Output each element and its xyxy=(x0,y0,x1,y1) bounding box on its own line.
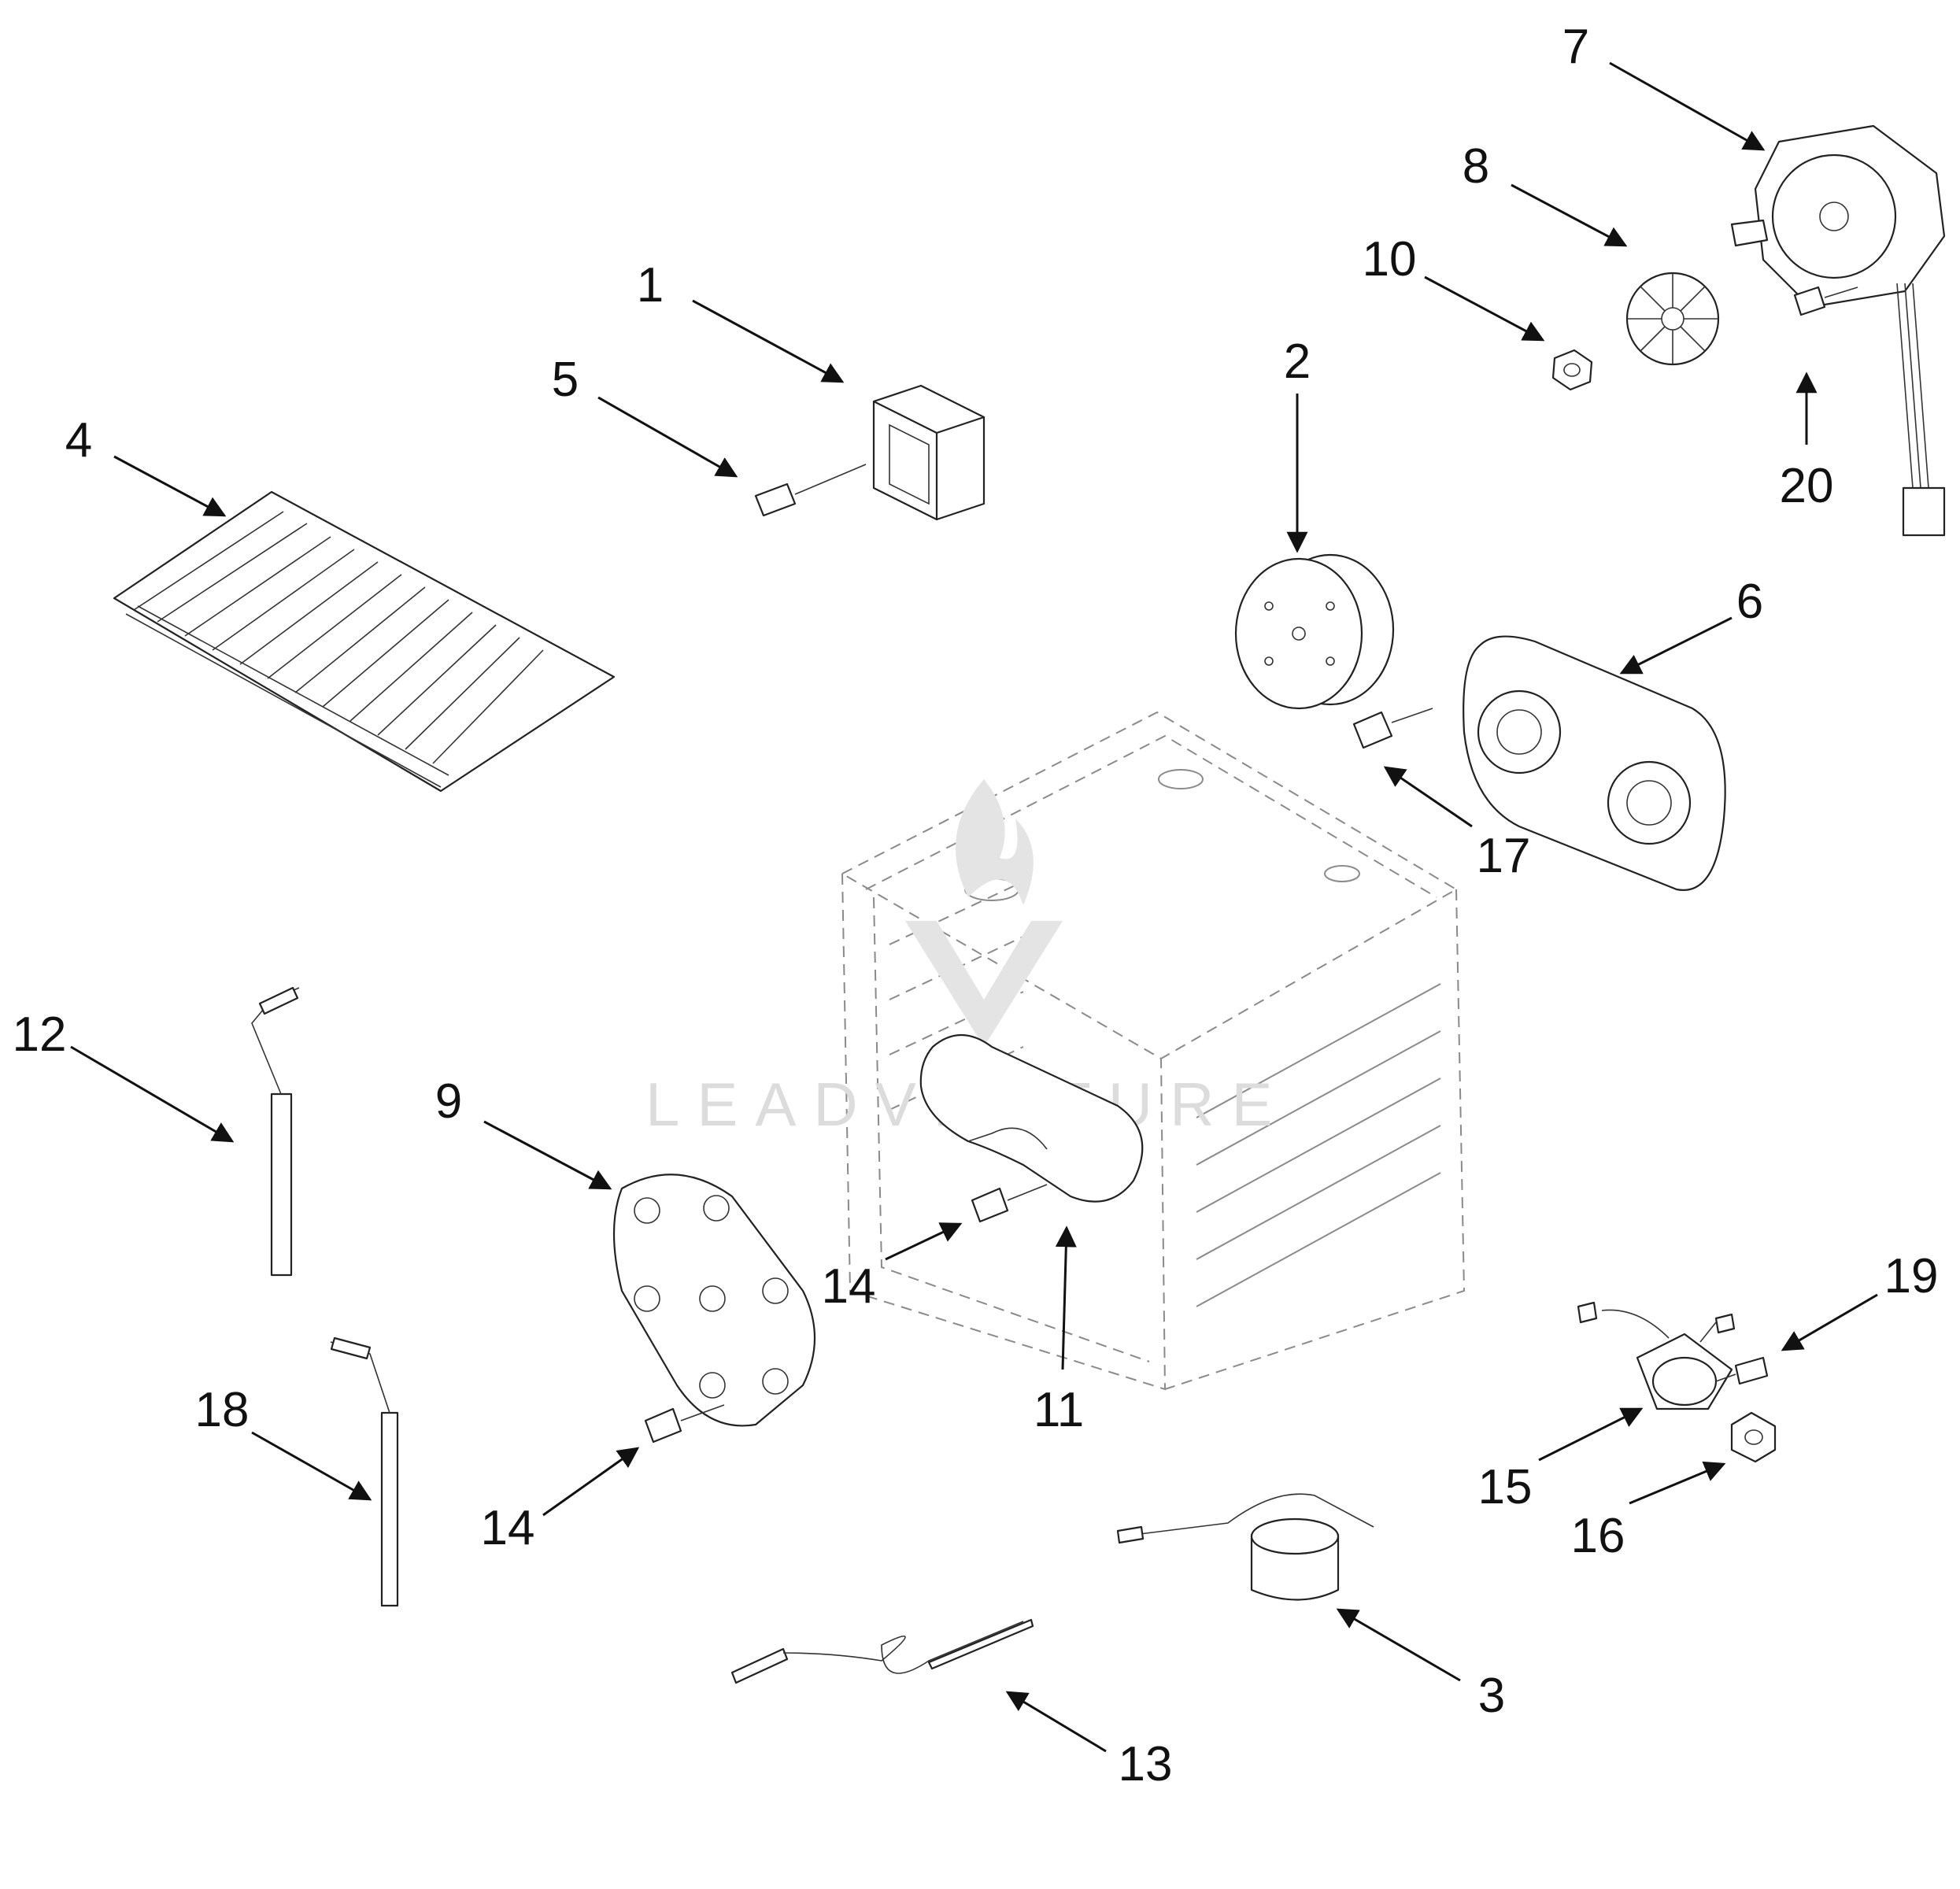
part-10-nut xyxy=(1551,349,1593,391)
callout-17: 17 xyxy=(1477,829,1531,883)
leader-8 xyxy=(1511,183,1628,247)
part-4-rack xyxy=(113,490,616,793)
callout-20: 20 xyxy=(1780,459,1834,513)
leader-12 xyxy=(70,1045,235,1143)
part-13-meat-probe xyxy=(730,1618,1034,1684)
leader-17 xyxy=(1383,766,1473,828)
part-20-screw xyxy=(1793,286,1858,316)
leader-4 xyxy=(113,455,227,517)
callout-4: 4 xyxy=(65,413,92,468)
leader-6 xyxy=(1619,616,1733,675)
part-19-screw xyxy=(1715,1356,1769,1385)
callout-5: 5 xyxy=(552,353,579,407)
callout-14-lower: 14 xyxy=(481,1501,535,1555)
leader-lines xyxy=(70,61,1878,1753)
callout-1: 1 xyxy=(637,258,664,312)
part-6-fan-cover xyxy=(1463,635,1726,891)
leader-5 xyxy=(597,396,738,478)
leader-18 xyxy=(251,1431,372,1501)
leader-16 xyxy=(1629,1461,1726,1505)
part-12-igniter xyxy=(251,986,300,1277)
callout-labels: 1 2 3 4 5 6 7 8 9 10 11 12 13 14 14 15 1… xyxy=(13,20,1939,1791)
leader-7 xyxy=(1609,61,1766,151)
part-3-sensor xyxy=(1116,1493,1374,1601)
part-7-motor xyxy=(1730,124,1946,537)
leader-11 xyxy=(1055,1225,1077,1370)
leader-9 xyxy=(483,1120,612,1190)
leader-13 xyxy=(1005,1691,1107,1753)
part-14-screw-lower xyxy=(644,1404,725,1444)
callout-13: 13 xyxy=(1119,1737,1173,1791)
part-1-bracket xyxy=(872,384,986,521)
leader-14-upper xyxy=(885,1222,963,1261)
callout-3: 3 xyxy=(1478,1669,1505,1723)
callout-16: 16 xyxy=(1571,1509,1625,1563)
callout-8: 8 xyxy=(1463,139,1489,194)
part-18-igniter xyxy=(330,1336,399,1607)
leader-19 xyxy=(1781,1293,1878,1351)
callout-15: 15 xyxy=(1478,1460,1533,1514)
leader-14-lower xyxy=(542,1447,640,1517)
part-16-nut xyxy=(1730,1411,1777,1463)
part-15-valve xyxy=(1577,1301,1736,1410)
leader-1 xyxy=(692,299,845,383)
leader-10 xyxy=(1424,275,1545,342)
leader-3 xyxy=(1336,1608,1461,1682)
part-8-fan-blade xyxy=(1625,272,1720,366)
callout-7: 7 xyxy=(1562,20,1589,74)
callout-14-upper: 14 xyxy=(822,1259,876,1314)
callout-11: 11 xyxy=(1034,1383,1084,1437)
callout-18: 18 xyxy=(195,1383,250,1437)
callout-10: 10 xyxy=(1363,232,1417,286)
part-2-disc xyxy=(1234,553,1395,710)
part-14-screw-upper xyxy=(971,1184,1048,1223)
part-9-baffle-plate xyxy=(612,1174,816,1427)
callout-2: 2 xyxy=(1284,335,1311,389)
callout-6: 6 xyxy=(1736,575,1763,629)
part-5-screw xyxy=(754,464,867,517)
callout-12: 12 xyxy=(13,1007,67,1062)
callout-19: 19 xyxy=(1884,1249,1939,1303)
part-17-screw xyxy=(1352,708,1433,749)
leader-15 xyxy=(1538,1407,1644,1462)
part-11-bake-element xyxy=(919,1033,1144,1203)
callout-9: 9 xyxy=(435,1074,462,1129)
